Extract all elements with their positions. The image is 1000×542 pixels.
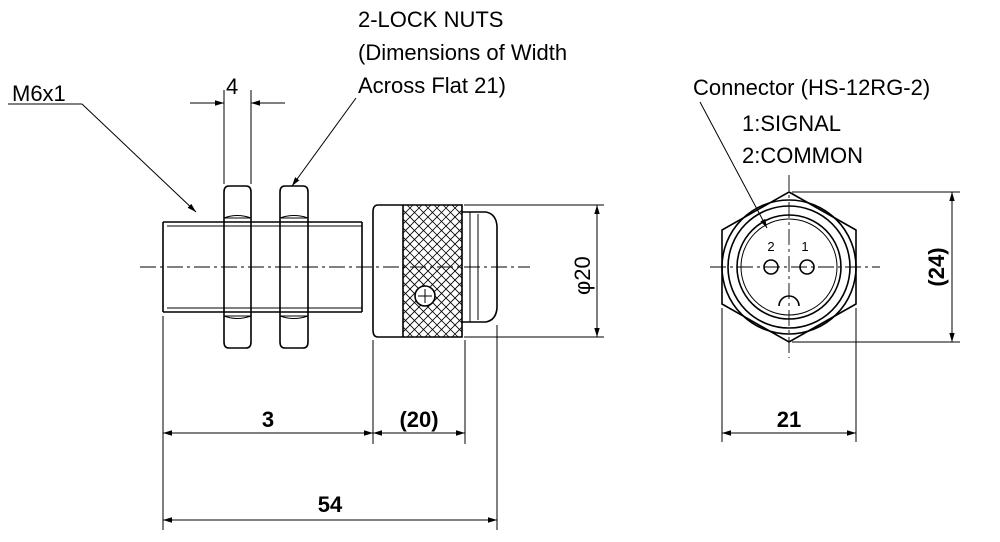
- lock-nuts-label-1: 2-LOCK NUTS: [358, 7, 503, 32]
- total-length-dimension: 54: [318, 492, 343, 517]
- end-view: [699, 101, 960, 442]
- key-notch: [778, 295, 800, 307]
- thread-label: M6x1: [12, 81, 66, 106]
- nut-thickness-label: 4: [226, 74, 238, 99]
- lock-nut-left: [223, 185, 252, 349]
- pin-2: [763, 259, 779, 275]
- threaded-body: [162, 221, 363, 313]
- diameter-label: φ20: [570, 256, 595, 295]
- thread-length-dimension: 3: [262, 407, 274, 432]
- lock-nut-right: [279, 185, 309, 349]
- housing-circle: [727, 205, 851, 329]
- pin-1: [799, 259, 815, 275]
- connector-length-dimension: (20): [399, 407, 438, 432]
- side-view: [8, 90, 604, 530]
- knurled-grip: [403, 205, 462, 337]
- across-corners-dimension: (24): [924, 247, 949, 286]
- connector-title: Connector (HS-12RG-2): [693, 75, 930, 100]
- pin-number-2: 2: [767, 239, 774, 254]
- pin-2-label: 2:COMMON: [742, 143, 863, 168]
- across-flats-dimension: 21: [777, 407, 801, 432]
- connector-housing: [372, 204, 498, 338]
- lock-nuts-label-3: Across Flat 21): [358, 73, 506, 98]
- pin-number-1: 1: [801, 239, 808, 254]
- lock-nuts-label-2: (Dimensions of Width: [358, 40, 567, 65]
- connector-face: [736, 214, 842, 320]
- hex-nut-outline: [721, 191, 857, 343]
- pin-1-label: 1:SIGNAL: [742, 111, 841, 136]
- nut-chamfer-circle: [721, 199, 857, 335]
